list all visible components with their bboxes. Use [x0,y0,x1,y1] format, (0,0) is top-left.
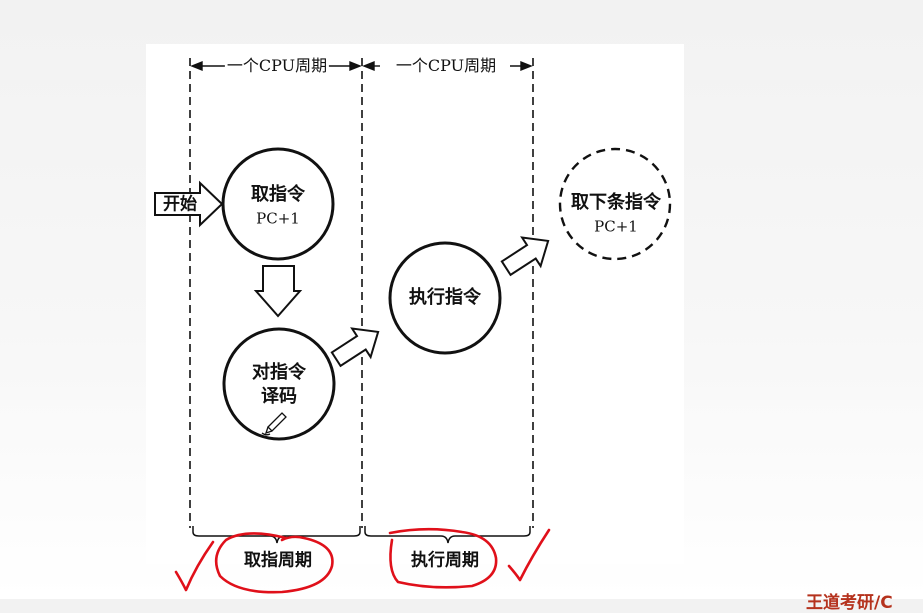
execute-phase-brace [364,526,531,544]
decode-node [222,327,336,441]
cycle-header-2: 一个CPU周期 [393,56,499,75]
fetch-to-decode-arrow [253,265,303,318]
check-mark-left [174,540,215,592]
fetch-node-subtitle: PC+1 [256,209,300,228]
decode-node-title: 对指令 [252,362,306,383]
execute-phase-label: 执行周期 [411,550,479,571]
fetch-node-title: 取指令 [251,184,305,205]
fetch-phase-brace [192,526,361,544]
execute-to-next-arrow [500,236,550,277]
cycle-header-1: 一个CPU周期 [224,56,330,75]
red-annotations [174,527,551,594]
cycle-header-arrow-1 [190,60,362,72]
cycle-header-arrow-2 [362,60,533,72]
check-mark-right [507,528,551,582]
watermark-text: 王道考研/C [806,593,893,613]
fetch-phase-label: 取指周期 [244,550,312,571]
next-instruction-title: 取下条指令 [571,192,661,213]
execute-node-title: 执行指令 [409,287,481,308]
next-instruction-subtitle: PC+1 [594,217,638,236]
pencil-icon [261,412,287,436]
start-arrow [154,180,224,228]
diagram-canvas [154,58,672,594]
execute-node [388,241,502,355]
next-instruction-node [558,147,672,261]
start-label: 开始 [163,194,197,215]
decode-to-execute-arrow [330,327,380,368]
fetch-phase-circle-annotation [214,532,334,594]
execute-phase-circle-annotation [388,527,498,589]
decode-node-subtitle: 译码 [261,386,297,407]
fetch-node [221,147,335,261]
